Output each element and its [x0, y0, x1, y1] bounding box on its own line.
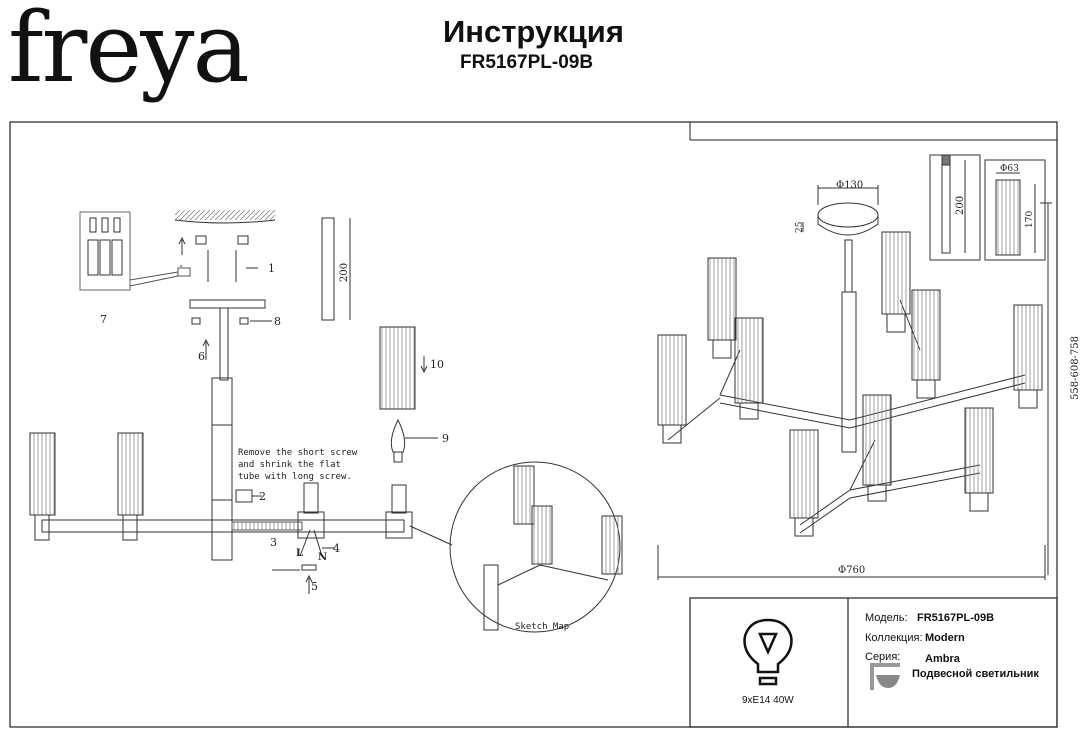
- canopy-height: 25: [795, 221, 805, 233]
- step-label: 4: [333, 542, 340, 555]
- note-line: Remove the short screw: [238, 448, 358, 458]
- stem: [219, 307, 229, 381]
- page-title: Инструкция: [443, 14, 624, 49]
- note-line: tube with long screw.: [238, 472, 352, 482]
- model-value: FR5167PL-09B: [917, 612, 995, 624]
- live-wire-label: L: [296, 548, 303, 559]
- terminal-block-diagram: [79, 211, 131, 291]
- lamp-shade: [1013, 304, 1043, 391]
- lamp-shade: [862, 394, 892, 486]
- horizontal-arm: [41, 519, 405, 533]
- step-label: 9: [442, 432, 449, 445]
- lamp-shade: [29, 432, 56, 516]
- series-label: Серия:: [865, 651, 901, 663]
- lamp-shade: [379, 326, 416, 410]
- bulb-spec: 9xE14 40W: [742, 695, 794, 706]
- model-number: FR5167PL-09B: [460, 52, 594, 73]
- step-label: 2: [259, 490, 266, 503]
- canopy: [817, 202, 879, 228]
- step-label: 3: [270, 536, 277, 549]
- bulb-icon: [743, 618, 793, 686]
- shade-diameter: Φ63: [1000, 164, 1019, 174]
- spec-box: [689, 597, 1058, 728]
- step-label: 7: [100, 313, 107, 326]
- rod-length-label: 200: [339, 263, 350, 282]
- lamp-shade: [734, 317, 764, 404]
- dimension-drawing: [657, 154, 1052, 580]
- lamp-shade: [707, 257, 737, 341]
- ceiling: [175, 210, 275, 220]
- lamp-type: Подвесной светильник: [912, 668, 1039, 680]
- lamp-shade: [789, 429, 819, 519]
- lamp-shade: [657, 334, 687, 426]
- shade-height: 170: [1025, 211, 1035, 228]
- step-label: 6: [198, 350, 205, 363]
- shade-detail-box: [984, 159, 1046, 261]
- rod-detail-box: [929, 154, 981, 261]
- step-label: 10: [430, 358, 444, 371]
- bulb: [390, 418, 406, 453]
- drawing-frame: [9, 121, 1058, 728]
- lamp-shade: [117, 432, 144, 516]
- overall-diameter: Φ760: [838, 565, 865, 576]
- installation-diagram: [29, 210, 623, 633]
- step-label: 8: [274, 315, 281, 328]
- rod-length: 200: [955, 196, 966, 215]
- model-label: Модель:: [865, 612, 908, 624]
- note-line: and shrink the flat: [238, 460, 341, 470]
- overall-height: 558-608-758: [1070, 336, 1081, 400]
- step-label: 1: [268, 262, 275, 275]
- step-label: 5: [311, 580, 318, 593]
- series-value: Ambra: [925, 653, 960, 665]
- neutral-wire-label: N: [318, 552, 327, 563]
- lamp-shade: [881, 231, 911, 315]
- brand-logo: freya: [8, 0, 250, 104]
- lamp-shade: [964, 407, 994, 494]
- central-tube: [841, 291, 857, 453]
- collection-value: Modern: [925, 632, 965, 644]
- sketch-map-label: Sketch Map: [515, 622, 569, 632]
- central-tube: [211, 377, 233, 561]
- canopy-diameter: Φ130: [836, 180, 863, 191]
- collection-label: Коллекция:: [865, 632, 923, 644]
- mounting-plate: [189, 299, 266, 309]
- pendant-lamp-icon: [870, 663, 900, 690]
- lamp-shade: [911, 289, 941, 381]
- extension-rod: [321, 217, 335, 321]
